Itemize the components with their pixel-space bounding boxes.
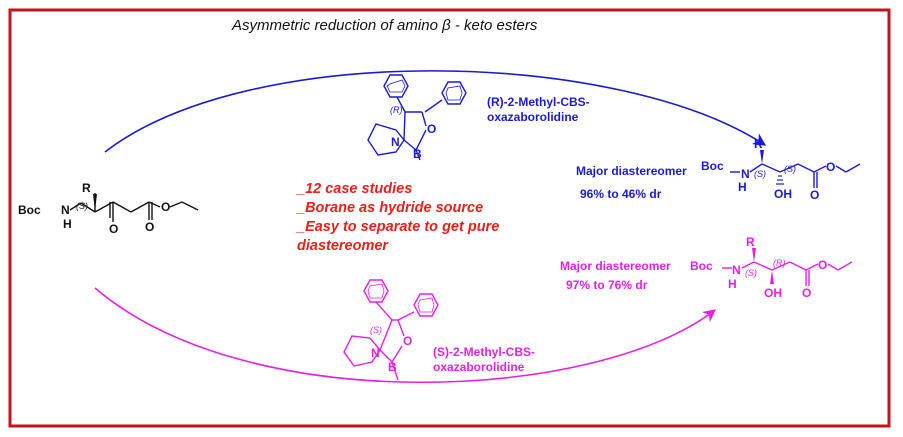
svg-text:(S): (S) — [76, 201, 88, 211]
svg-text:O: O — [403, 334, 412, 348]
svg-text:B: B — [388, 360, 397, 374]
svg-text:Boc: Boc — [701, 159, 724, 173]
bottom-reaction-arrow — [94, 287, 717, 383]
svg-text:Boc: Boc — [18, 203, 41, 217]
top-product-structure — [730, 163, 861, 188]
svg-text:N: N — [741, 167, 750, 181]
top-catalyst-name-line1: (R)-2-Methyl-CBS- — [487, 95, 590, 109]
note-1: _12 case studies — [296, 181, 412, 197]
notes-list: _12 case studies _Borane as hydride sour… — [296, 181, 499, 254]
svg-text:(S): (S) — [784, 164, 796, 174]
svg-text:R: R — [746, 235, 755, 249]
wedge-bond — [93, 194, 97, 211]
svg-text:Boc: Boc — [690, 259, 713, 273]
note-3: _Easy to separate to get pure — [296, 219, 499, 235]
svg-text:(S): (S) — [370, 325, 382, 335]
svg-text:N: N — [391, 135, 400, 149]
svg-text:R: R — [754, 137, 763, 151]
bottom-catalyst-name-line2: oxazaborolidine — [433, 360, 525, 374]
bottom-product-wedge-oh — [770, 270, 774, 284]
top-reaction-arrow — [104, 70, 767, 153]
bottom-product-dr: 97% to 76% dr — [566, 278, 648, 292]
starting-material-labels: Boc N H R (S) O O O — [18, 181, 170, 236]
bottom-catalyst-name-line1: (S)-2-Methyl-CBS- — [433, 345, 535, 359]
top-product-wedge — [760, 150, 764, 164]
svg-text:OH: OH — [764, 286, 782, 300]
note-2: _Borane as hydride source — [296, 200, 483, 216]
svg-text:(S): (S) — [745, 268, 757, 278]
bottom-product-label: Major diastereomer — [560, 259, 671, 273]
svg-text:R: R — [82, 181, 91, 195]
svg-text:(R): (R) — [390, 105, 403, 115]
svg-text:O: O — [109, 222, 118, 236]
svg-text:N: N — [732, 263, 741, 277]
top-catalyst-structure — [367, 74, 467, 161]
svg-text:O: O — [802, 286, 811, 300]
bottom-catalyst-labels: (S) O N B — [370, 325, 412, 374]
outer-frame — [8, 8, 891, 428]
scheme-title: Asymmetric reduction of amino β - keto e… — [231, 17, 538, 34]
bottom-catalyst-structure — [343, 279, 439, 381]
bottom-product-structure — [722, 261, 853, 286]
top-catalyst-labels: (R) O N B — [390, 105, 436, 161]
svg-text:H: H — [738, 180, 747, 194]
top-product-label: Major diastereomer — [576, 164, 687, 178]
svg-text:(S): (S) — [754, 169, 766, 179]
top-catalyst-name-line2: oxazaborolidine — [487, 110, 579, 124]
svg-text:N: N — [371, 346, 380, 360]
note-4: diastereomer — [297, 238, 389, 254]
bottom-product-labels: Boc N H R (S) (R) OH O O — [690, 235, 827, 300]
svg-text:O: O — [826, 160, 835, 174]
svg-text:H: H — [63, 217, 72, 231]
svg-text:O: O — [818, 258, 827, 272]
svg-text:O: O — [161, 200, 170, 214]
svg-text:O: O — [145, 220, 154, 234]
svg-text:N: N — [61, 203, 70, 217]
bottom-product-wedge — [752, 248, 756, 262]
svg-text:O: O — [810, 188, 819, 202]
svg-text:H: H — [728, 277, 737, 291]
svg-text:OH: OH — [774, 187, 792, 201]
top-product-hash — [776, 175, 784, 185]
svg-text:B: B — [413, 147, 422, 161]
svg-text:(R): (R) — [773, 258, 786, 268]
svg-text:O: O — [427, 122, 436, 136]
starting-material — [69, 193, 199, 222]
top-product-dr: 96% to 46% dr — [580, 187, 662, 201]
top-product-labels: Boc N H R (S) (S) OH O O — [701, 137, 835, 202]
